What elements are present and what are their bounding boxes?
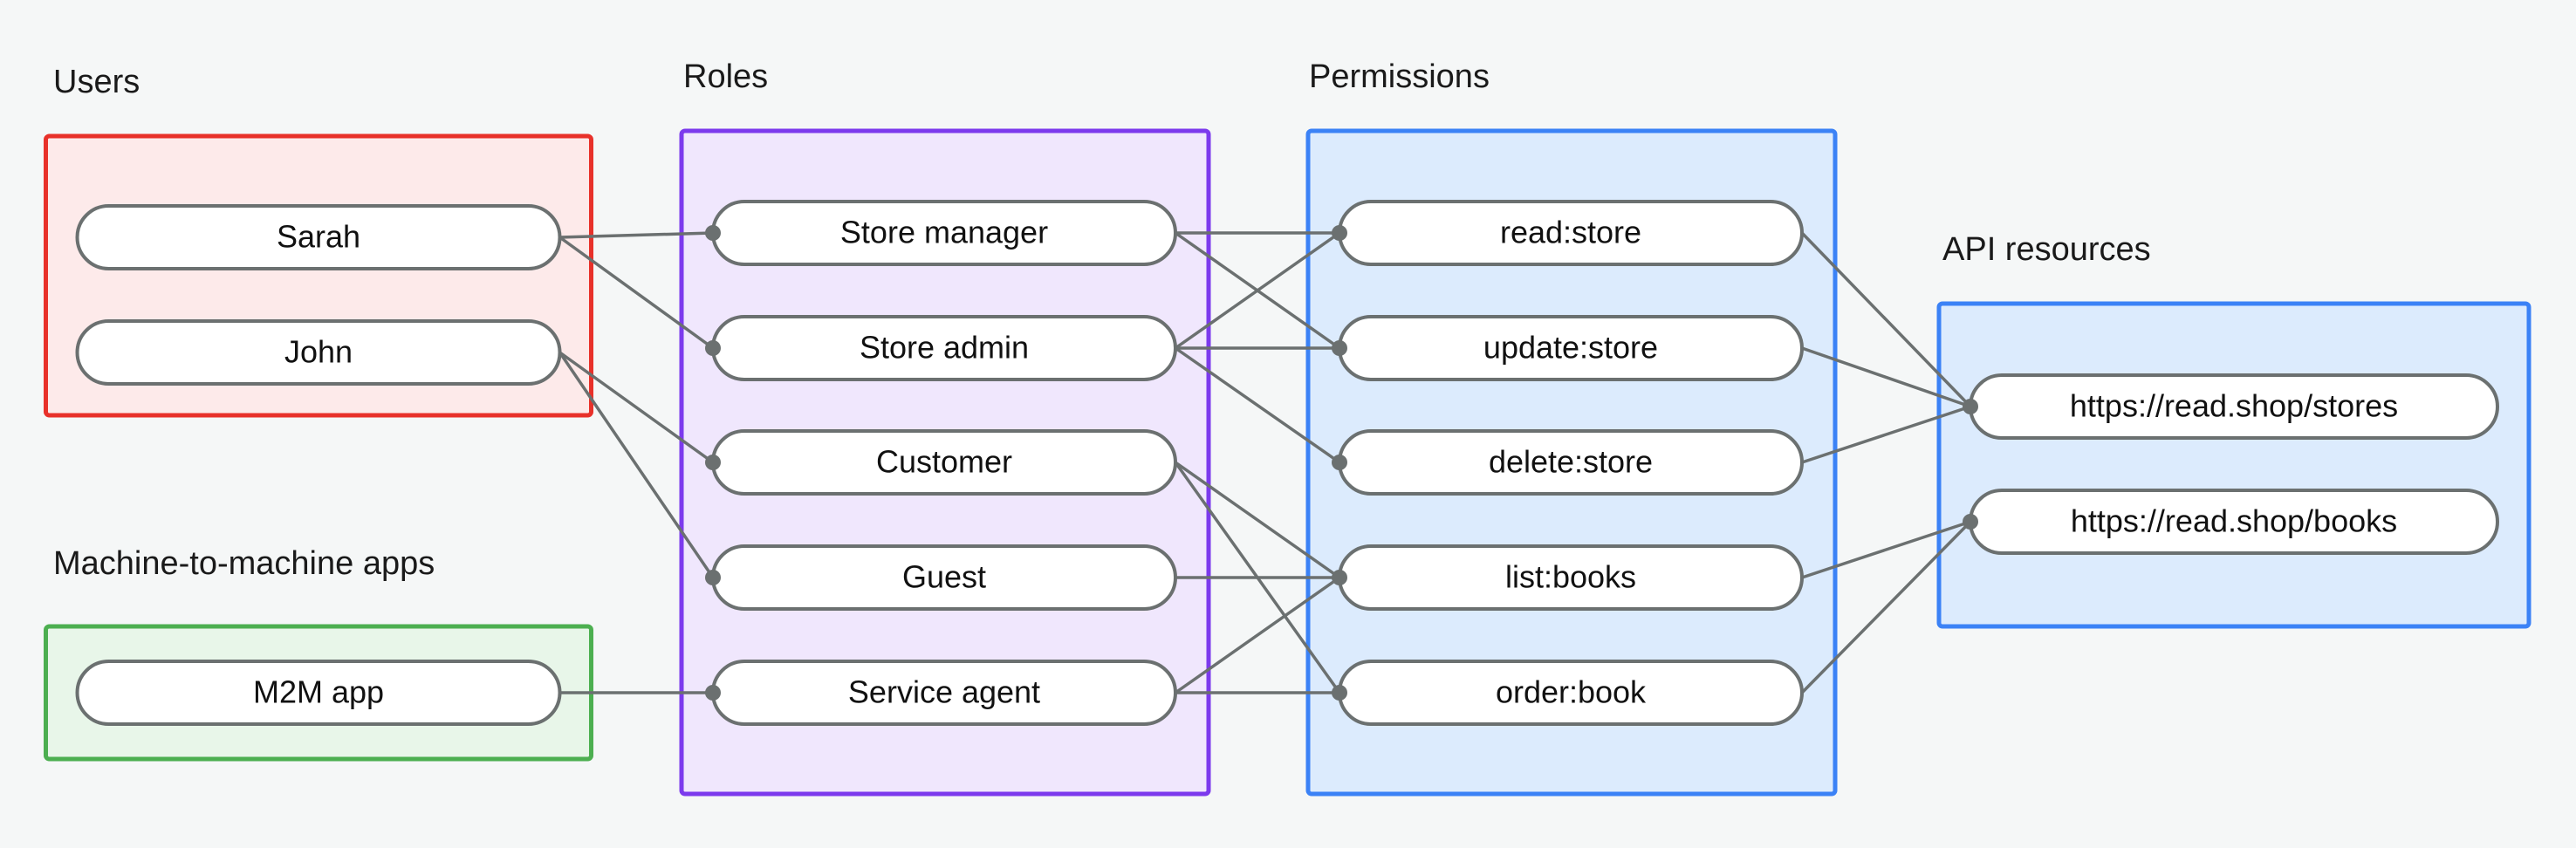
edge-endpoints-layer — [705, 225, 1978, 701]
node-label-john: John — [284, 334, 353, 370]
edge-list-books-to-res-books — [1801, 520, 1971, 579]
edge-customer-to-list-books — [1174, 461, 1341, 579]
node-label-update-store: update:store — [1483, 330, 1658, 366]
edge-order-book-to-res-books — [1800, 520, 1972, 694]
group-title-m2m: Machine-to-machine apps — [53, 545, 435, 582]
node-label-sarah: Sarah — [277, 219, 360, 255]
edge-john-to-guest — [558, 352, 715, 578]
edge-endpoint-store-admin — [705, 340, 721, 356]
node-label-store-manager: Store manager — [840, 215, 1048, 250]
edge-delete-store-to-res-stores — [1801, 405, 1971, 464]
node-label-service-agent: Service agent — [848, 674, 1040, 710]
group-container-api-resources — [1936, 301, 2531, 629]
edge-endpoint-read-store — [1332, 225, 1347, 241]
node-label-res-books: https://read.shop/books — [2071, 503, 2397, 539]
edge-store-admin-to-delete-store — [1174, 346, 1341, 464]
group-title-roles: Roles — [683, 58, 768, 95]
edge-endpoint-customer — [705, 455, 721, 470]
group-title-users: Users — [53, 64, 140, 100]
node-label-read-store: read:store — [1500, 215, 1641, 250]
edge-endpoint-res-stores — [1963, 399, 1978, 414]
group-title-permissions: Permissions — [1309, 58, 1490, 95]
edge-endpoint-list-books — [1332, 570, 1347, 585]
edge-read-store-to-res-stores — [1800, 231, 1972, 408]
edge-john-to-customer — [558, 351, 715, 464]
node-m2m-app[interactable] — [75, 660, 562, 726]
node-label-customer: Customer — [876, 444, 1012, 480]
node-label-guest: Guest — [902, 559, 986, 595]
group-title-api-resources: API resources — [1942, 231, 2151, 268]
node-label-list-books: list:books — [1505, 559, 1636, 595]
node-label-delete-store: delete:store — [1489, 444, 1653, 480]
node-label-order-book: order:book — [1496, 674, 1647, 710]
edge-store-admin-to-read-store — [1174, 231, 1341, 350]
edge-service-agent-to-list-books — [1174, 576, 1341, 694]
edge-endpoint-service-agent — [705, 685, 721, 701]
edge-endpoint-store-manager — [705, 225, 721, 241]
edges-layer — [558, 231, 1972, 694]
node-sarah[interactable] — [75, 204, 562, 270]
node-label-res-stores: https://read.shop/stores — [2070, 388, 2398, 424]
edge-sarah-to-store-admin — [558, 236, 715, 350]
edge-update-store-to-res-stores — [1801, 346, 1971, 408]
edge-endpoint-delete-store — [1332, 455, 1347, 470]
node-label-store-admin: Store admin — [860, 330, 1029, 366]
edge-sarah-to-store-manager — [559, 231, 714, 239]
edge-endpoint-res-books — [1963, 514, 1978, 530]
edge-endpoint-update-store — [1332, 340, 1347, 356]
node-john[interactable] — [75, 319, 562, 386]
edge-endpoint-order-book — [1332, 685, 1347, 701]
edge-endpoint-guest — [705, 570, 721, 585]
node-label-m2m-app: M2M app — [253, 674, 384, 710]
